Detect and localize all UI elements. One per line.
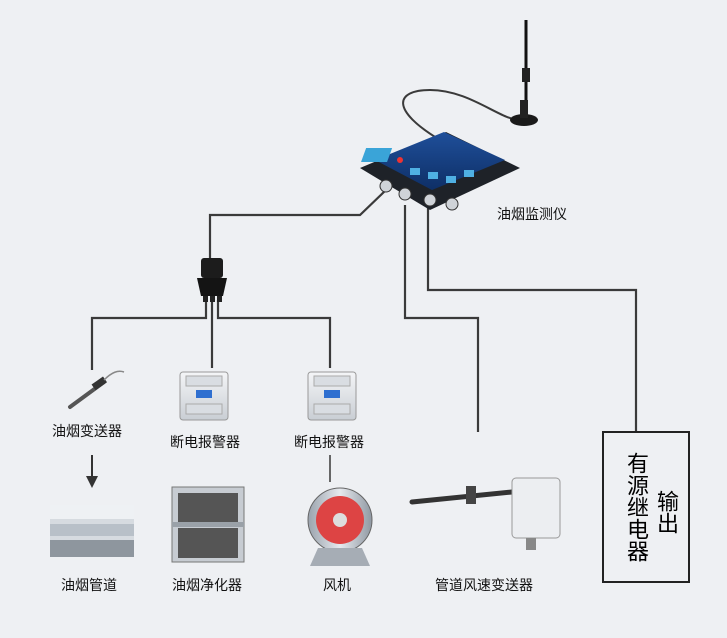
cable-splitter-icon <box>197 258 227 302</box>
device-label: 油烟监测仪 <box>497 207 567 223</box>
fan-image <box>307 487 373 566</box>
power-off-alarm-device-1 <box>179 371 229 421</box>
relay-output-box <box>602 431 690 583</box>
power-off-alarm-1-label: 断电报警器 <box>170 435 240 451</box>
cable-lines <box>90 88 638 432</box>
oil-smoke-transmitter-device <box>68 370 125 409</box>
oil-smoke-pipe-label: 油烟管道 <box>61 578 117 594</box>
arrow-down-icon <box>86 455 98 488</box>
oil-smoke-purifier-label: 油烟净化器 <box>172 578 242 594</box>
duct-wind-speed-transmitter-device <box>409 477 561 550</box>
oil-smoke-purifier-image <box>171 486 245 563</box>
relay-label-left: 有源继电器 <box>623 452 648 562</box>
oil-smoke-monitor-device <box>360 132 520 211</box>
antenna-icon <box>510 20 538 126</box>
power-off-alarm-device-2 <box>307 371 357 421</box>
fan-label: 风机 <box>323 578 351 594</box>
oil-smoke-transmitter-label: 油烟变送器 <box>52 424 122 440</box>
power-off-alarm-2-label: 断电报警器 <box>294 435 364 451</box>
oil-smoke-pipe-image <box>50 505 134 557</box>
relay-label-right: 输出 <box>653 490 678 534</box>
duct-wind-speed-transmitter-label: 管道风速变送器 <box>435 578 533 594</box>
